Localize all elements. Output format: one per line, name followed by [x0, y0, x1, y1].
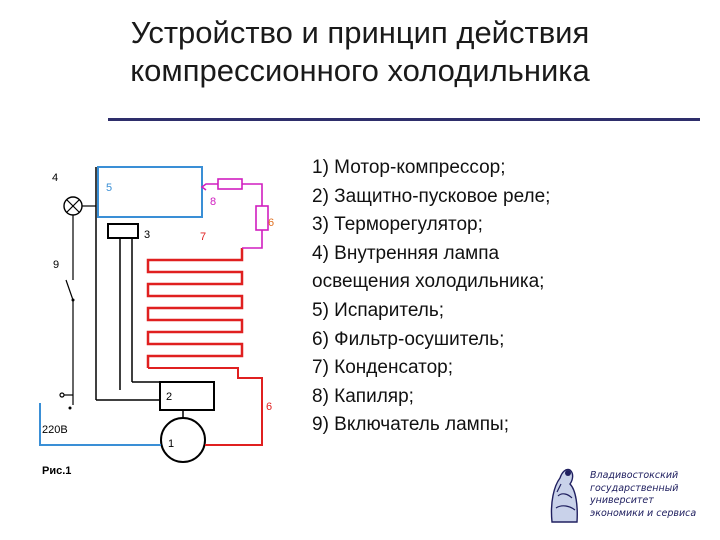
legend-item: 7) Конденсатор;: [312, 357, 453, 379]
evaporator: [97, 166, 203, 218]
legend-item: освещения холодильника;: [312, 271, 545, 293]
component-legend: 1) Мотор-компрессор; 2) Защитно-пусковое…: [312, 154, 712, 440]
refrigerator-schematic: 4 5 8 3 7 6 9 2 6 1 220В Рис.1: [39, 166, 274, 477]
legend-item: 6) Фильтр-осушитель;: [312, 328, 505, 350]
switch-icon: [65, 279, 74, 301]
label-5: 5: [106, 182, 112, 194]
legend-item: 1) Мотор-компрессор;: [312, 157, 506, 178]
page-title: Устройство и принцип действия компрессио…: [0, 14, 720, 90]
legend-item: 4) Внутренняя лампа: [312, 242, 500, 264]
capillary-upper: [242, 183, 263, 206]
label-7: 7: [200, 231, 206, 243]
university-logo: Владивостокский государственный универси…: [544, 462, 714, 526]
filter-dryer: [255, 205, 269, 231]
label-6-top: 6: [268, 217, 274, 229]
suction-line: [39, 403, 161, 446]
figure-caption: Рис.1: [42, 465, 71, 477]
university-name: Владивостокский государственный универси…: [590, 470, 714, 520]
capillary-lower: [242, 230, 263, 249]
title-divider: [108, 118, 700, 121]
legend-item: 8) Капиляр;: [312, 385, 414, 407]
title-line-2: компрессионного холодильника: [130, 53, 590, 88]
label-4: 4: [52, 172, 58, 184]
label-1: 1: [168, 438, 174, 450]
title-line-1: Устройство и принцип действия: [130, 15, 590, 50]
label-9: 9: [53, 259, 59, 271]
logo-line: университет: [590, 495, 654, 506]
label-3: 3: [144, 229, 150, 241]
label-6-bottom: 6: [266, 401, 272, 413]
legend-item: 2) Защитно-пусковое реле;: [312, 185, 551, 207]
voltage-label: 220В: [42, 424, 68, 436]
capillary-inlet: [200, 183, 218, 191]
legend-item: 5) Испаритель;: [312, 299, 445, 321]
thermostat: [107, 223, 139, 239]
logo-line: Владивостокский: [590, 470, 679, 481]
condenser: [146, 248, 244, 368]
lamp-cross-2: [66, 199, 80, 213]
logo-line: государственный: [590, 482, 679, 494]
discharge-line: [148, 367, 263, 446]
label-8: 8: [210, 196, 216, 208]
label-2: 2: [166, 391, 172, 403]
statue-emblem-icon: [550, 468, 578, 523]
legend-item: 9) Включатель лампы;: [312, 414, 509, 436]
terminal-1: [59, 392, 65, 398]
terminal-2: [68, 406, 72, 410]
protective-relay: [159, 381, 215, 411]
legend-item: 3) Терморегулятор;: [312, 214, 483, 236]
capillary-coil: [217, 178, 243, 190]
logo-line: экономики и сервиса: [590, 507, 697, 519]
